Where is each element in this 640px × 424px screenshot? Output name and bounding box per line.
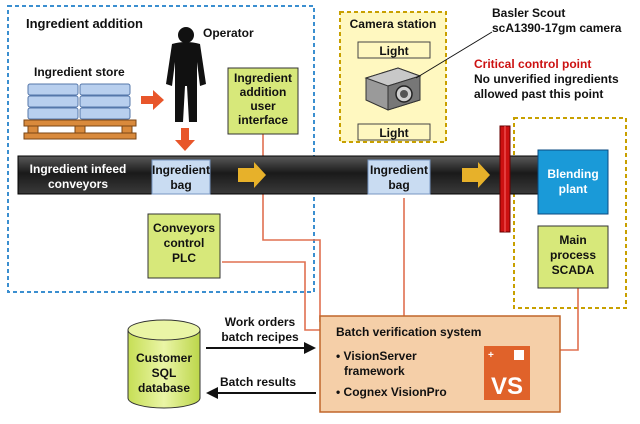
ingredient-pallet xyxy=(23,83,137,140)
ui-line4: interface xyxy=(238,113,288,127)
batch-results-label: Batch results xyxy=(220,375,296,389)
light-top xyxy=(357,41,431,59)
blending-plant-box xyxy=(537,149,609,215)
ingredient-bag-2 xyxy=(367,159,431,195)
bag1-line1: Ingredient xyxy=(152,163,210,177)
light-bottom xyxy=(357,123,431,141)
ingredient-infeed-conveyor xyxy=(17,155,539,195)
database-line2: SQL xyxy=(152,366,177,380)
blending-line1: Blending xyxy=(547,167,598,181)
camera-callout-line2: scA1390-17gm camera xyxy=(492,21,622,35)
critical-point-title: Critical control point xyxy=(474,57,591,71)
conveyor-label-line2: conveyors xyxy=(48,177,108,191)
scada-line2: process xyxy=(550,248,596,262)
critical-point-line2: allowed past this point xyxy=(474,87,603,101)
blending-zone xyxy=(513,117,627,309)
camera-station-title: Camera station xyxy=(350,17,437,31)
ingredient-addition-title: Ingredient addition xyxy=(26,16,143,31)
batch-item1-line2: framework xyxy=(344,364,405,378)
batch-title: Batch verification system xyxy=(336,325,481,339)
ingredient-addition-zone xyxy=(7,5,315,293)
vs-logo-icon: + VS xyxy=(484,346,530,400)
batch-item2: • Cognex VisionPro xyxy=(336,385,447,399)
operator-label: Operator xyxy=(203,26,254,40)
conveyors-plc-box xyxy=(147,213,221,279)
plc-line2: control xyxy=(164,236,205,250)
camera-icon xyxy=(364,67,422,111)
ingredient-store-label: Ingredient store xyxy=(34,65,125,79)
camera-callout-line xyxy=(415,31,493,79)
bag2-line1: Ingredient xyxy=(370,163,428,177)
sql-database-icon xyxy=(127,319,201,409)
orders-arrow xyxy=(206,342,316,354)
light-top-label: Light xyxy=(379,44,408,58)
conveyor-chevron-1 xyxy=(238,162,266,188)
scada-box xyxy=(537,225,609,289)
ingredient-bag-1 xyxy=(151,159,211,195)
ui-line3: user xyxy=(250,99,276,113)
batch-item1-line1: • VisionServer xyxy=(336,349,417,363)
scada-line3: SCADA xyxy=(552,263,595,277)
plc-line3: PLC xyxy=(172,251,196,265)
operator-figure xyxy=(166,27,206,122)
results-arrow xyxy=(206,387,316,399)
database-line3: database xyxy=(138,381,190,395)
bag1-line2: bag xyxy=(170,178,191,192)
plc-line1: Conveyors xyxy=(153,221,215,235)
camera-callout-line1: Basler Scout xyxy=(492,6,565,20)
batch-recipes-label: batch recipes xyxy=(221,330,299,344)
wires xyxy=(222,134,579,351)
scada-line1: Main xyxy=(559,233,586,247)
ingredient-ui-box xyxy=(227,67,299,135)
ui-line2: addition xyxy=(240,85,287,99)
blending-line2: plant xyxy=(559,182,588,196)
operator-to-bag-arrow xyxy=(175,128,195,151)
vs-logo-text: VS xyxy=(491,373,523,400)
svg-text:+: + xyxy=(488,350,494,361)
store-to-operator-arrow xyxy=(141,90,164,110)
database-line1: Customer xyxy=(136,351,192,365)
light-bottom-label: Light xyxy=(379,126,408,140)
ui-line1: Ingredient xyxy=(234,71,292,85)
critical-point-line1: No unverified ingredients xyxy=(474,72,619,86)
work-orders-label: Work orders xyxy=(225,315,296,329)
conveyor-label-line1: Ingredient infeed xyxy=(30,162,127,176)
bag2-line2: bag xyxy=(388,178,409,192)
conveyor-chevron-2 xyxy=(462,162,490,188)
